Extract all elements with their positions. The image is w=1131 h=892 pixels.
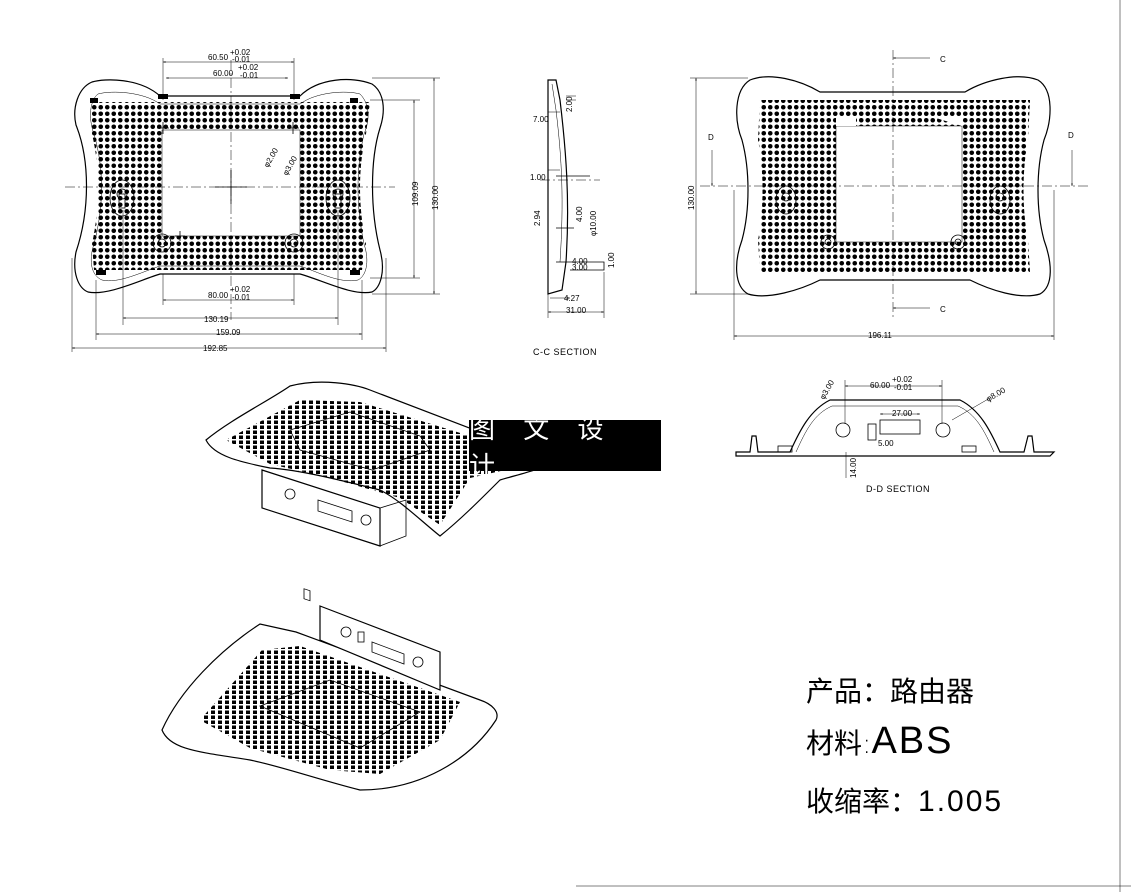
svg-text:31.00: 31.00 [566, 306, 587, 315]
keyhole-slot-bottom-right [989, 185, 1011, 215]
marker-d-right: D [1068, 131, 1074, 140]
iso1-port-round-left [284, 488, 296, 500]
svg-text:2.94: 2.94 [533, 210, 542, 226]
dim-bottom-130: 130.00 [687, 185, 696, 210]
svg-text:3.00: 3.00 [572, 263, 588, 272]
spec-product-label: 产品： [806, 675, 891, 708]
dim-dd-phi8: φ8.00 [985, 385, 1008, 403]
svg-text:+0.02: +0.02 [230, 48, 251, 57]
svg-text:-0.01: -0.01 [232, 293, 251, 302]
screw-boss-left [152, 233, 172, 253]
isometric-view-bottom [161, 605, 498, 791]
bottom-view: C C D D 130.00 196.11 [687, 50, 1090, 340]
spec-product: 产品：路由器 [806, 670, 974, 710]
dd-hole-right [935, 422, 951, 438]
dim-192: 192.85 [203, 344, 228, 353]
dim-60-00: 60.00 [213, 69, 234, 78]
svg-text:4.00: 4.00 [572, 257, 588, 266]
dim-dd-phi3: φ3.00 [818, 378, 836, 401]
dd-section-label: D-D SECTION [866, 484, 930, 494]
boss-bottom-left [820, 234, 836, 250]
isometric-view-top [205, 381, 554, 602]
iso1-port-round-right [360, 514, 372, 526]
svg-text:4.27: 4.27 [564, 294, 580, 303]
top-view-vent-holes [92, 102, 370, 270]
keyhole-slot-left [109, 179, 135, 217]
dim-80: 80.00 [208, 291, 229, 300]
svg-text:2.00: 2.00 [565, 96, 574, 112]
dd-section-view: 60.00 +0.02 -0.01 27.00 5.00 φ3.00 φ8.00… [735, 375, 1056, 494]
cc-section-label: C-C SECTION [533, 347, 597, 357]
svg-text:+0.02: +0.02 [892, 375, 913, 384]
dim-130-19: 130.19 [204, 315, 229, 324]
dim-60-50: 60.50 [208, 53, 229, 62]
svg-text:7.00: 7.00 [533, 115, 549, 124]
cc-section-view: 7.00 2.00 1.00 2.94 4.00 φ10.00 4.00 3.0… [530, 79, 616, 357]
dim-dd-5: 5.00 [878, 439, 894, 448]
dim-109: 109.09 [411, 181, 420, 206]
spec-product-value: 路由器 [890, 675, 975, 708]
marker-c-bottom: C [940, 305, 946, 314]
spec-material: 材料:ABS [806, 720, 953, 763]
top-view: 60.50 +0.02 -0.01 60.00 +0.02 -0.01 φ2.0… [65, 48, 440, 353]
screw-boss-right [284, 233, 304, 253]
svg-text:-0.01: -0.01 [232, 55, 251, 64]
dim-dd-14: 14.00 [849, 457, 858, 478]
svg-text:1.00: 1.00 [530, 173, 546, 182]
dim-196: 196.11 [868, 331, 892, 340]
dim-dd-27: 27.00 [892, 409, 913, 418]
spec-shrink-label: 收缩率： [806, 785, 919, 818]
banner: 图 文 设 计 [469, 415, 661, 482]
dim-159: 159.09 [216, 328, 241, 337]
spec-shrink-value: 1.005 [918, 785, 1004, 818]
svg-text:+0.02: +0.02 [230, 285, 251, 294]
svg-text:+0.02: +0.02 [238, 63, 259, 72]
marker-c-top: C [940, 55, 946, 64]
svg-text:-0.01: -0.01 [894, 383, 913, 392]
svg-text:-0.01: -0.01 [240, 71, 259, 80]
spec-material-value: ABS [871, 720, 954, 762]
svg-text:1.00: 1.00 [607, 252, 616, 268]
boss-bottom-right [950, 234, 966, 250]
marker-d-left: D [708, 133, 714, 142]
spec-shrink: 收缩率：1.005 [806, 780, 1003, 820]
svg-text:φ10.00: φ10.00 [589, 210, 598, 236]
svg-text:4.00: 4.00 [575, 206, 584, 222]
dim-130: 130.00 [431, 185, 440, 210]
dim-dd-60: 60.00 [870, 381, 891, 390]
dd-hole-left [835, 422, 851, 438]
spec-material-label: 材料: [806, 727, 872, 760]
